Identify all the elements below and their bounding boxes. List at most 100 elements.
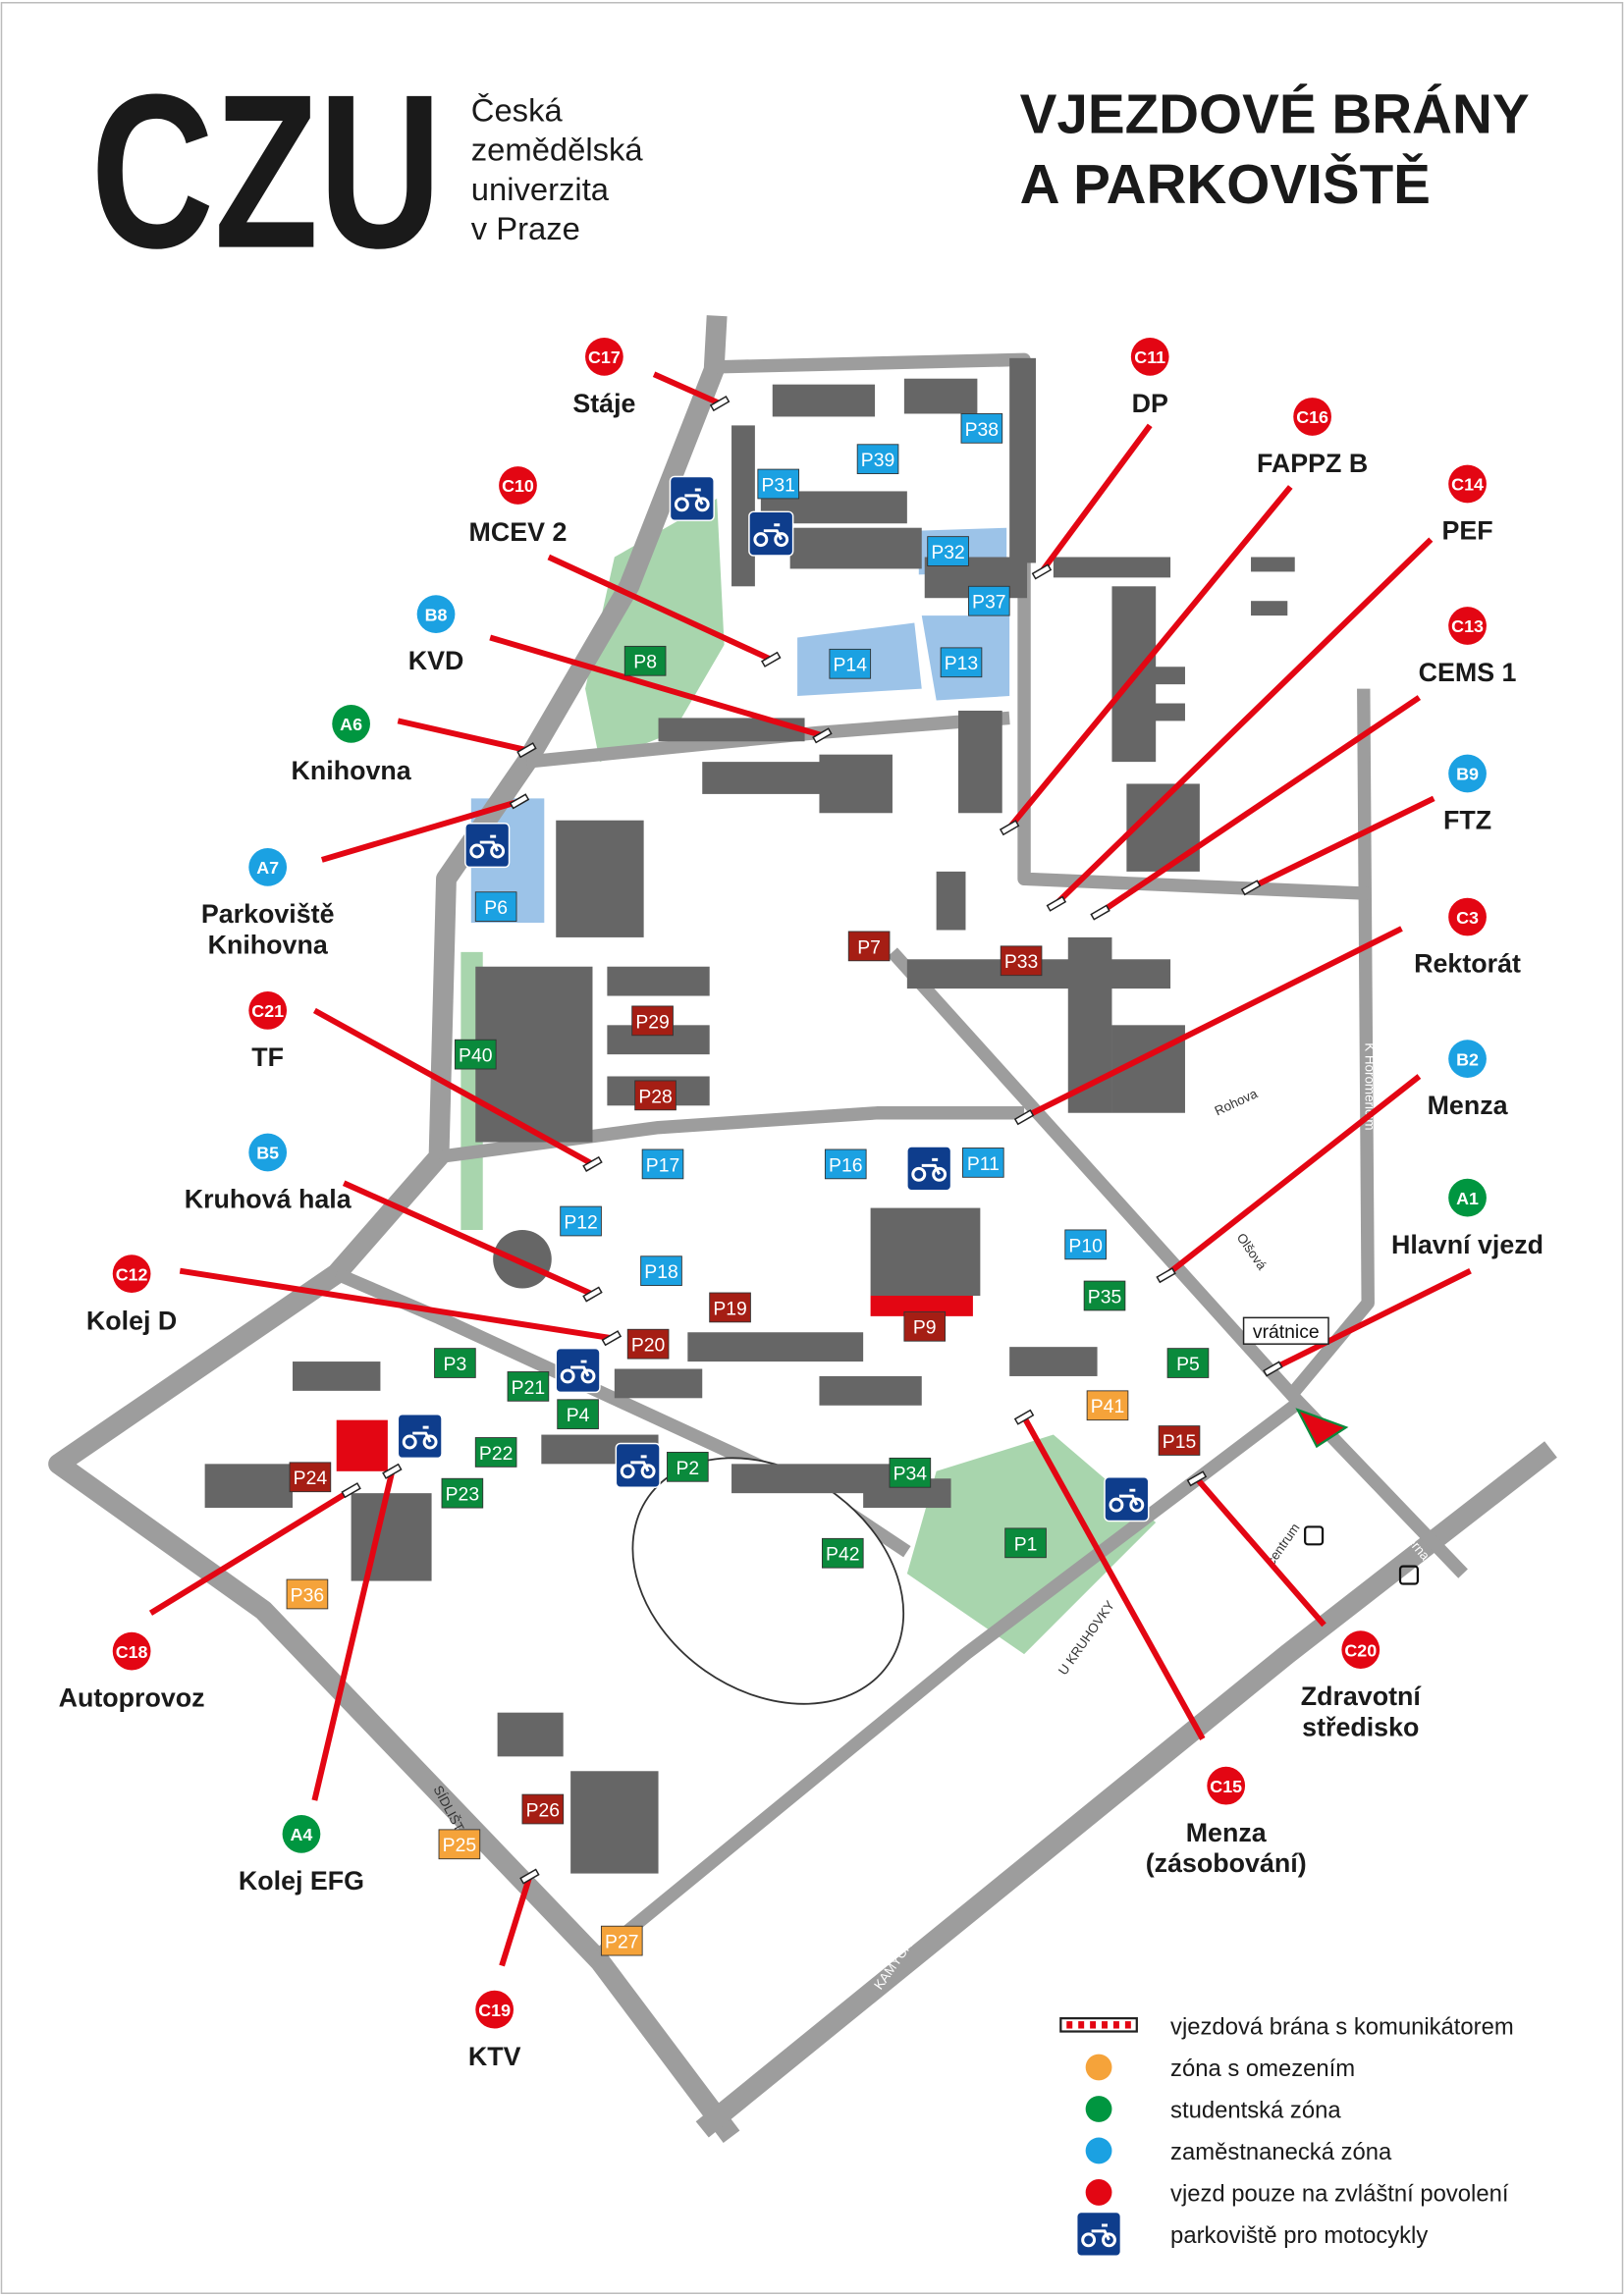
gate-name: Knihovna [208, 930, 329, 959]
parking-p1[interactable]: P1 [1004, 1527, 1047, 1559]
gate-barrier-icon [516, 742, 537, 759]
parking-code: P38 [965, 419, 999, 441]
parking-code: P23 [446, 1484, 479, 1506]
parking-p24[interactable]: P24 [289, 1462, 332, 1493]
parking-code: P2 [676, 1458, 699, 1479]
parking-code: P41 [1091, 1396, 1124, 1417]
parking-p21[interactable]: P21 [507, 1371, 550, 1402]
parking-p39[interactable]: P39 [856, 444, 899, 475]
parking-p41[interactable]: P41 [1086, 1390, 1129, 1421]
gate-code: C16 [1296, 407, 1328, 427]
gate-code: C18 [116, 1642, 148, 1662]
leader-line-c3 [1022, 926, 1403, 1120]
parking-p6[interactable]: P6 [474, 891, 517, 922]
parking-p25[interactable]: P25 [438, 1829, 481, 1860]
parking-code: P18 [644, 1261, 677, 1283]
parking-p35[interactable]: P35 [1083, 1280, 1126, 1311]
parking-p11[interactable]: P11 [962, 1148, 1004, 1178]
building [819, 1375, 922, 1406]
parking-p32[interactable]: P32 [927, 536, 969, 566]
parking-p37[interactable]: P37 [967, 585, 1010, 616]
parking-p19[interactable]: P19 [709, 1292, 751, 1323]
gate-badge [332, 705, 370, 743]
building [1053, 557, 1171, 578]
parking-p29[interactable]: P29 [631, 1005, 674, 1037]
parking-p36[interactable]: P36 [286, 1578, 329, 1610]
road [887, 947, 1468, 1578]
leader-line-c14 [1054, 537, 1434, 906]
parking-p8[interactable]: P8 [623, 645, 667, 676]
parking-p33[interactable]: P33 [1000, 945, 1043, 977]
building [819, 754, 893, 814]
parking-p23[interactable]: P23 [441, 1477, 484, 1509]
parking-p17[interactable]: P17 [641, 1148, 684, 1180]
parking-p26[interactable]: P26 [521, 1793, 565, 1825]
gate-barrier-icon [1186, 1470, 1208, 1487]
parking-p13[interactable]: P13 [940, 647, 983, 678]
parking-code: P32 [931, 542, 964, 563]
parking-p3[interactable]: P3 [434, 1348, 476, 1378]
parking-p15[interactable]: P15 [1158, 1425, 1201, 1456]
parking-p10[interactable]: P10 [1064, 1229, 1107, 1260]
gate-name: MCEV 2 [469, 517, 568, 547]
parking-p34[interactable]: P34 [889, 1457, 932, 1488]
parking-p22[interactable]: P22 [474, 1437, 517, 1468]
parking-p16[interactable]: P16 [824, 1148, 867, 1180]
parking-code: P25 [443, 1835, 476, 1856]
street-name-k_horomericim: K Horoměřicím [1362, 1042, 1377, 1130]
parking-code: P15 [1163, 1431, 1196, 1453]
bus-icon [1304, 1525, 1325, 1546]
parking-p31[interactable]: P31 [757, 468, 800, 500]
parking-code: P4 [567, 1405, 590, 1426]
parking-p4[interactable]: P4 [557, 1399, 599, 1430]
parking-code: P3 [444, 1354, 467, 1375]
parking-p27[interactable]: P27 [600, 1925, 643, 1956]
leader-line-c19 [499, 1875, 533, 1967]
parking-p2[interactable]: P2 [667, 1451, 709, 1482]
building [607, 966, 710, 996]
building [789, 527, 922, 569]
building [614, 1368, 703, 1399]
parking-p20[interactable]: P20 [626, 1328, 670, 1360]
parking-p28[interactable]: P28 [634, 1080, 677, 1111]
parking-p5[interactable]: P5 [1166, 1348, 1210, 1378]
leader-line-b9 [1249, 795, 1435, 890]
parking-code: P9 [913, 1317, 937, 1339]
gate-badge [1448, 1040, 1487, 1078]
parking-p7[interactable]: P7 [847, 931, 891, 962]
parking-p38[interactable]: P38 [960, 413, 1003, 444]
parking-p42[interactable]: P42 [821, 1537, 864, 1569]
parking-p12[interactable]: P12 [560, 1205, 602, 1237]
parking-p9[interactable]: P9 [903, 1310, 947, 1342]
gate-barrier-icon [999, 820, 1020, 836]
parking-p40[interactable]: P40 [454, 1039, 497, 1070]
gate-name: Rektorát [1414, 949, 1521, 979]
parking-code: P13 [945, 653, 978, 674]
parking-p14[interactable]: P14 [829, 648, 872, 679]
parking-p18[interactable]: P18 [640, 1255, 682, 1287]
legend-item: parkoviště pro motocykly [1075, 2211, 1428, 2257]
legend-label: vjezd pouze na zvláštní povolení [1170, 2180, 1509, 2207]
gate-name: CEMS 1 [1419, 658, 1517, 687]
